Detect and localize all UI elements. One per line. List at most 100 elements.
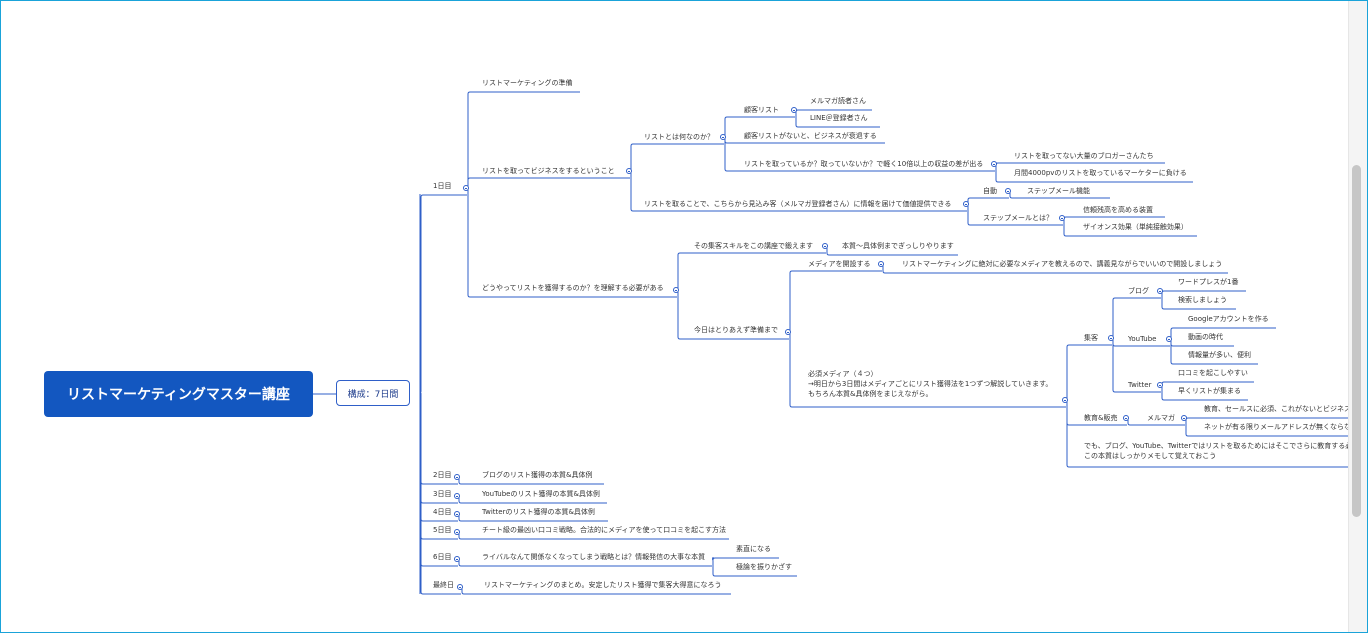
collapse-toggle-icon[interactable]: [626, 168, 632, 174]
topic-skill[interactable]: その集客スキルをこの講座で鍛えます: [694, 242, 813, 250]
edge-blog-wp: [1160, 288, 1176, 294]
topic-day1[interactable]: 1日目: [433, 182, 452, 190]
topic-pv4000[interactable]: 月間4000pvのリストを取っているマーケターに負ける: [1014, 169, 1187, 177]
edge-hub-last: [419, 392, 431, 595]
topic-day5[interactable]: 5日目: [433, 526, 452, 534]
edge-day6t-sunao: [711, 556, 734, 561]
collapse-toggle-icon[interactable]: [1123, 415, 1129, 421]
edge-required-demo: [1065, 399, 1082, 468]
topic-demo[interactable]: でも、ブログ、YouTube、Twitterではリストを取るためにはそこでさらに…: [1084, 442, 1348, 460]
collapse-toggle-icon[interactable]: [454, 529, 460, 535]
topic-day6[interactable]: 6日目: [433, 553, 452, 561]
edge-youtube-joho: [1169, 338, 1186, 365]
edge-auto-stepfunc: [1008, 190, 1025, 199]
topic-day2t[interactable]: ブログのリスト獲得の本質&具体例: [482, 471, 593, 479]
topic-hayaku[interactable]: 早くリストが集まる: [1178, 387, 1241, 395]
topic-day2[interactable]: 2日目: [433, 471, 452, 479]
topic-merumaga[interactable]: メルマガ: [1147, 414, 1175, 422]
edge-hub-day6: [419, 392, 431, 567]
collapse-toggle-icon[interactable]: [1108, 335, 1114, 341]
collapse-toggle-icon[interactable]: [1166, 336, 1172, 342]
collapse-toggle-icon[interactable]: [791, 107, 797, 113]
topic-stepfunc[interactable]: ステップメール機能: [1027, 187, 1090, 195]
edge-kyoiku-merumaga: [1126, 417, 1145, 426]
topic-google[interactable]: Googleアカウントを作る: [1188, 315, 1269, 323]
topic-mediadesc[interactable]: リストマーケティングに絶対に必要なメディアを教えるので、講義見ながらでいいので開…: [902, 260, 1223, 268]
topic-last[interactable]: 最終日: [433, 581, 454, 589]
topic-lastt[interactable]: リストマーケティングのまとめ。安定したリスト獲得で集客大得意になろう: [484, 581, 722, 589]
collapse-toggle-icon[interactable]: [457, 584, 463, 590]
topic-gap[interactable]: リストを取っているか？取っていないか？で軽く10倍以上の収益の差が出る: [744, 160, 984, 168]
topic-listbiz[interactable]: リストを取ってビジネスをするということ: [482, 167, 615, 175]
collapse-toggle-icon[interactable]: [1062, 397, 1068, 403]
topic-stepmail[interactable]: ステップメールとは？: [983, 214, 1053, 222]
collapse-toggle-icon[interactable]: [1059, 215, 1065, 221]
topic-value[interactable]: リストを取ることで、こちらから見込み客（メルマガ登録者さん）に情報を届けて価値提…: [644, 200, 952, 208]
topic-kuchikomi[interactable]: 口コミを起こしやすい: [1178, 369, 1248, 377]
collapse-toggle-icon[interactable]: [878, 261, 884, 267]
topic-twitter[interactable]: Twitter: [1128, 381, 1152, 389]
topic-trust[interactable]: 信頼残高を高める装置: [1083, 206, 1153, 214]
collapse-toggle-icon[interactable]: [454, 511, 460, 517]
topic-blogger[interactable]: リストを取ってない大量のブロガーさんたち: [1014, 152, 1154, 160]
collapse-toggle-icon[interactable]: [1157, 382, 1163, 388]
topic-kyoikusales[interactable]: 教育、セールスに必須、これがないとビジネスが: [1204, 405, 1348, 413]
topic-nolist[interactable]: 顧客リストがないと、ビジネスが衰退する: [744, 132, 877, 140]
topic-day4t[interactable]: Twitterのリスト獲得の本質&具体例: [482, 508, 595, 516]
collapse-toggle-icon[interactable]: [963, 201, 969, 207]
topic-blog[interactable]: ブログ: [1128, 287, 1149, 295]
hub-topic[interactable]: 構成：7日間: [336, 380, 410, 406]
topic-custlist[interactable]: 顧客リスト: [744, 106, 779, 114]
topic-wp[interactable]: ワードプレスが1番: [1178, 278, 1239, 286]
collapse-toggle-icon[interactable]: [785, 329, 791, 335]
topic-honshitsu[interactable]: 本質～具体例までぎっしりやります: [842, 242, 954, 250]
topic-day3[interactable]: 3日目: [433, 490, 452, 498]
topic-mailreaders[interactable]: メルマガ読者さん: [810, 97, 866, 105]
topic-day4[interactable]: 4日目: [433, 508, 452, 516]
collapse-toggle-icon[interactable]: [673, 287, 679, 293]
topic-prep[interactable]: リストマーケティングの準備: [482, 79, 573, 87]
collapse-toggle-icon[interactable]: [1157, 288, 1163, 294]
edge-required-kyoiku: [1065, 399, 1082, 426]
topic-day3t[interactable]: YouTubeのリスト獲得の本質&具体例: [482, 490, 600, 498]
topic-joho[interactable]: 情報量が多い、便利: [1188, 351, 1251, 359]
collapse-toggle-icon[interactable]: [991, 161, 997, 167]
topic-lineusers[interactable]: LINE＠登録者さん: [810, 114, 868, 122]
edge-merumaga-net: [1184, 417, 1202, 437]
topic-auto[interactable]: 自動: [983, 187, 997, 195]
edge-today-required: [788, 331, 806, 408]
root-topic[interactable]: リストマーケティングマスター講座: [44, 371, 313, 417]
collapse-toggle-icon[interactable]: [454, 556, 460, 562]
edge-shukyaku-blog: [1111, 297, 1126, 339]
collapse-toggle-icon[interactable]: [454, 474, 460, 480]
topic-search[interactable]: 検索しましょう: [1178, 296, 1227, 304]
topic-douga[interactable]: 動画の時代: [1188, 333, 1223, 341]
topic-kyoiku[interactable]: 教育&販売: [1084, 414, 1118, 422]
topic-zajonc[interactable]: ザイオンス効果（単純接触効果）: [1083, 223, 1188, 231]
topic-day5t[interactable]: チート級の最凶い口コミ戦略。合法的にメディアを使って口コミを起こす方法: [482, 526, 727, 534]
collapse-toggle-icon[interactable]: [1181, 415, 1187, 421]
collapse-toggle-icon[interactable]: [454, 493, 460, 499]
collapse-toggle-icon[interactable]: [822, 243, 828, 249]
collapse-toggle-icon[interactable]: [1005, 188, 1011, 194]
edge-howget-today: [676, 289, 692, 340]
collapse-toggle-icon[interactable]: [463, 185, 469, 191]
topic-whatlist[interactable]: リストとは何なのか？: [644, 133, 714, 141]
topic-youtube[interactable]: YouTube: [1128, 335, 1157, 343]
edge-value-stepmail: [966, 203, 981, 226]
topic-sunao[interactable]: 素直になる: [736, 545, 771, 553]
edge-gap-blogger: [994, 161, 1012, 166]
topic-day6t[interactable]: ライバルなんて関係なくなってしまう戦略とは？情報発信の大事な本質: [482, 553, 706, 561]
topic-net[interactable]: ネットが有る限りメールアドレスが無くならな: [1204, 423, 1348, 431]
edge-day6-day6t: [457, 558, 480, 567]
topic-howget[interactable]: どうやってリストを獲得するのか？を理解する必要がある: [482, 284, 664, 292]
topic-shukyaku[interactable]: 集客: [1084, 334, 1098, 342]
topic-required[interactable]: 必須メディア（４つ） →明日から3日間はメディアごとにリスト獲得法を1つずつ解説…: [808, 370, 1053, 398]
topic-kyokuron[interactable]: 極論を振りかざす: [736, 563, 792, 571]
topic-today[interactable]: 今日はとりあえず準備まで: [694, 326, 778, 334]
topic-media[interactable]: メディアを開設する: [808, 260, 871, 268]
collapse-toggle-icon[interactable]: [720, 134, 726, 140]
scrollbar-thumb[interactable]: [1352, 165, 1361, 517]
